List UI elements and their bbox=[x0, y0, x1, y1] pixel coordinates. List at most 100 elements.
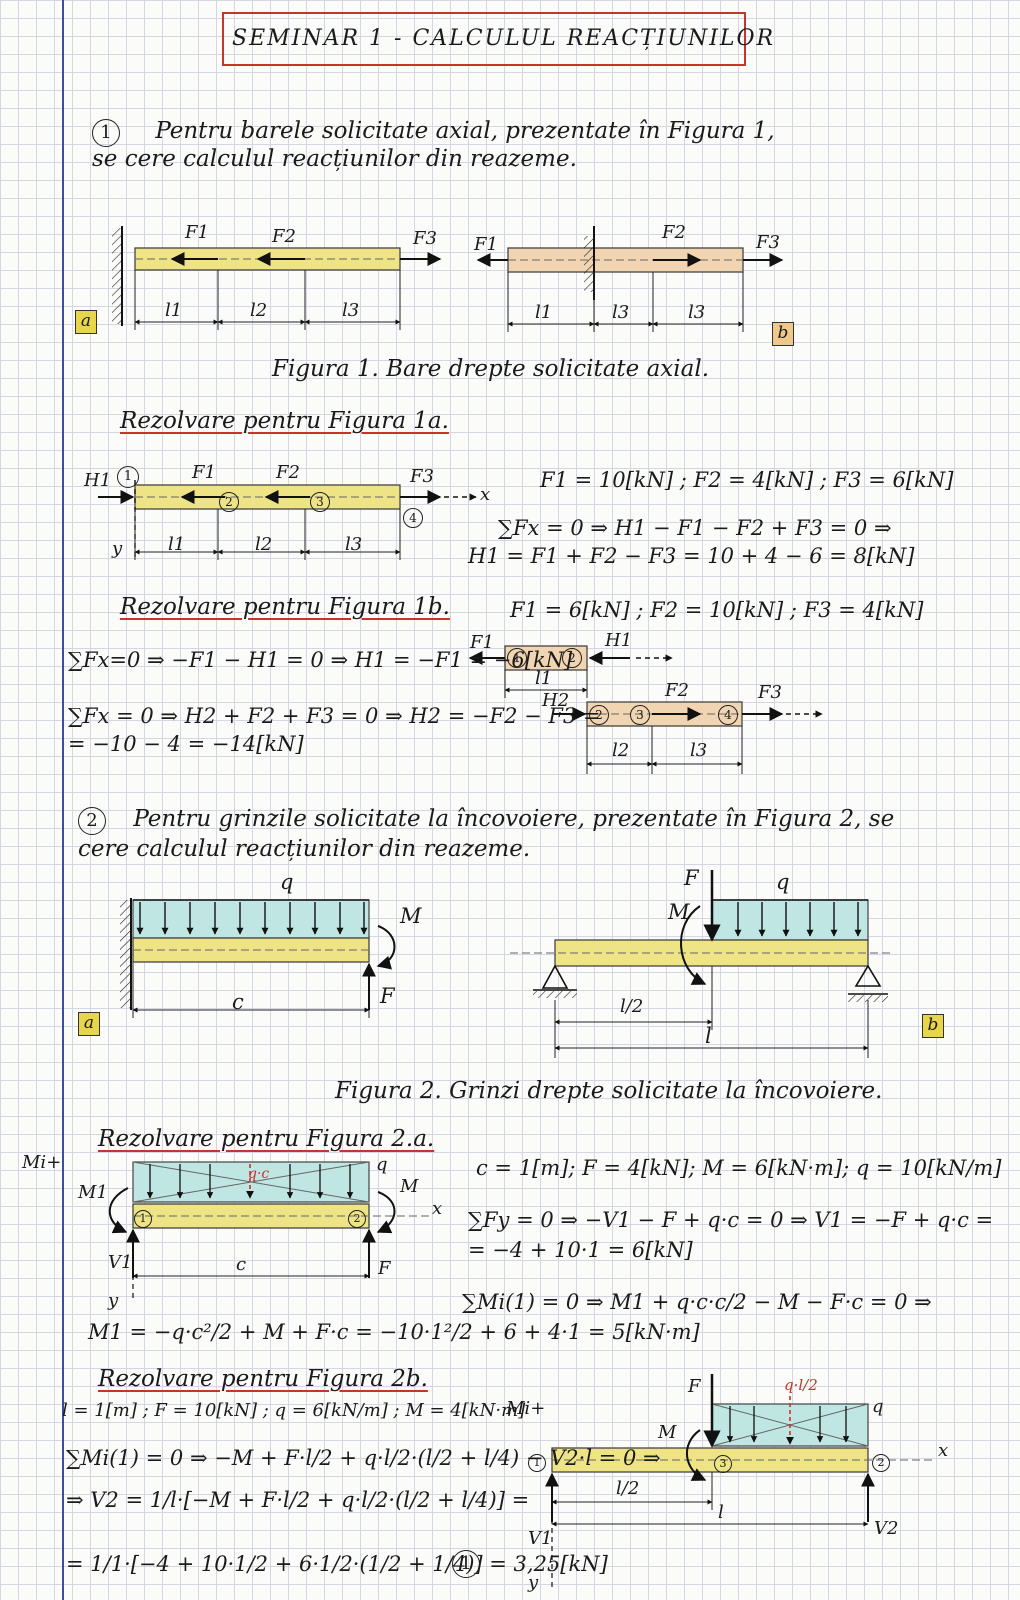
sol2a-c-label: c bbox=[236, 1254, 247, 1275]
fig2b-M-label: M bbox=[668, 900, 690, 924]
sol1b-l3-label: l3 bbox=[690, 740, 708, 761]
page-title: SEMINAR 1 - CALCULUL REACȚIUNILOR bbox=[232, 26, 776, 51]
sol2a-node-1: 1 bbox=[134, 1210, 152, 1228]
sol2a-equation-2: = −4 + 10·1 = 6[kN] bbox=[468, 1238, 693, 1262]
solution-1b-heading: Rezolvare pentru Figura 1b. bbox=[120, 594, 450, 620]
sol1a-F2-label: F2 bbox=[276, 462, 300, 483]
figure-2a bbox=[120, 898, 396, 1018]
sol1a-equation-2: H1 = F1 + F2 − F3 = 10 + 4 − 6 = 8[kN] bbox=[468, 544, 915, 568]
fig1a-F3-label: F3 bbox=[413, 228, 437, 249]
solution-2b-heading: Rezolvare pentru Figura 2b. bbox=[98, 1366, 428, 1392]
figure-2b-tag: b bbox=[922, 1014, 944, 1038]
fig1b-F1-label: F1 bbox=[474, 234, 498, 255]
sol1a-equation-1: ∑Fx = 0 ⇒ H1 − F1 − F2 + F3 = 0 ⇒ bbox=[498, 516, 892, 540]
fig1a-F1-label: F1 bbox=[185, 222, 209, 243]
figure-1b bbox=[476, 226, 784, 332]
fig1b-l1-label: l1 bbox=[535, 302, 553, 323]
sol2a-M-label: M bbox=[400, 1176, 419, 1197]
figure-2b bbox=[510, 870, 890, 1058]
sol2b-q-label: q bbox=[872, 1396, 884, 1417]
sol1b-equation-3: = −10 − 4 = −14[kN] bbox=[68, 732, 304, 756]
sol2a-qc-label: q·c bbox=[248, 1166, 270, 1182]
fig1a-l2-label: l2 bbox=[250, 300, 268, 321]
sol1b-l1-label: l1 bbox=[535, 668, 553, 689]
sol1a-node-1: 1 bbox=[117, 466, 139, 488]
sol2b-M-label: M bbox=[658, 1422, 677, 1443]
fig2b-F-label: F bbox=[684, 866, 699, 890]
figure-1-caption: Figura 1. Bare drepte solicitate axial. bbox=[272, 356, 710, 382]
problem-1-text-1: Pentru barele solicitate axial, prezenta… bbox=[155, 118, 775, 144]
problem-2-line-2: cere calculul reacțiunilor din reazeme. bbox=[78, 836, 531, 862]
figure-2-caption: Figura 2. Grinzi drepte solicitate la în… bbox=[335, 1078, 883, 1104]
sol2a-y-label: y bbox=[108, 1290, 119, 1311]
sol2a-V1-label: V1 bbox=[108, 1252, 133, 1273]
fig2b-l-label: l bbox=[705, 1024, 712, 1048]
sol1b-node-4: 4 bbox=[718, 705, 738, 725]
sol2b-equation-3: = 1/1·[−4 + 10·1/2 + 6·1/2·(1/2 + 1/4)] … bbox=[66, 1552, 608, 1576]
sol2b-equation-1: ∑Mi(1) = 0 ⇒ −M + F·l/2 + q·l/2·(l/2 + l… bbox=[66, 1446, 661, 1470]
fig1b-F3-label: F3 bbox=[756, 232, 780, 253]
sol1b-H2-label: H2 bbox=[542, 690, 570, 711]
sol2b-node-3: 3 bbox=[714, 1455, 732, 1473]
sol1a-l3-label: l3 bbox=[345, 534, 363, 555]
sol1b-F2-label: F2 bbox=[665, 680, 689, 701]
sol1a-l2-label: l2 bbox=[255, 534, 273, 555]
sol1a-values: F1 = 10[kN] ; F2 = 4[kN] ; F3 = 6[kN] bbox=[540, 468, 954, 492]
sol2b-ql2-label: q·l/2 bbox=[784, 1376, 818, 1394]
sol2b-node-2: 2 bbox=[872, 1454, 890, 1472]
sol1b-H1-label: H1 bbox=[605, 630, 633, 651]
problem-1-line-2: se cere calculul reacțiunilor din reazem… bbox=[92, 146, 577, 172]
sol1a-F3-label: F3 bbox=[410, 466, 434, 487]
fig1b-l2-label: l3 bbox=[612, 302, 630, 323]
problem-1-line-1: 1 Pentru barele solicitate axial, prezen… bbox=[92, 118, 775, 147]
fig2a-M-label: M bbox=[400, 904, 422, 928]
fig2b-q-label: q bbox=[776, 870, 790, 894]
sol2b-moment-sign: Mi+ bbox=[506, 1398, 546, 1419]
problem-2-text-1: Pentru grinzile solicitate la încovoiere… bbox=[133, 806, 895, 832]
sol1a-node-4: 4 bbox=[403, 508, 423, 528]
sol2a-values: c = 1[m]; F = 4[kN]; M = 6[kN·m]; q = 10… bbox=[476, 1156, 1002, 1180]
sol1a-y-label: y bbox=[112, 538, 123, 559]
sol2b-F-label: F bbox=[688, 1376, 701, 1397]
sol1b-l2-label: l2 bbox=[612, 740, 630, 761]
fig1a-l3-label: l3 bbox=[342, 300, 360, 321]
sol2b-V2-label: V2 bbox=[874, 1518, 899, 1539]
sol1b-node-1: 1 bbox=[507, 648, 527, 668]
fig1b-F2-label: F2 bbox=[662, 222, 686, 243]
sol1b-equation-2: ∑Fx = 0 ⇒ H2 + F2 + F3 = 0 ⇒ H2 = −F2 − … bbox=[68, 704, 601, 728]
sol1b-node-2b: 2 bbox=[589, 705, 609, 725]
sol1b-values: F1 = 6[kN] ; F2 = 10[kN] ; F3 = 4[kN] bbox=[510, 598, 924, 622]
sol1a-node-2: 2 bbox=[219, 492, 239, 512]
title-box bbox=[222, 12, 746, 66]
sol1a-node-3: 3 bbox=[310, 492, 330, 512]
sol1b-equation-1: ∑Fx=0 ⇒ −F1 − H1 = 0 ⇒ H1 = −F1 = −6[kN] bbox=[68, 648, 573, 672]
sol1a-l1-label: l1 bbox=[168, 534, 186, 555]
problem-2-number: 2 bbox=[78, 807, 106, 835]
fig2b-l-half-label: l/2 bbox=[620, 996, 644, 1017]
fig2a-c-label: c bbox=[232, 990, 244, 1014]
sol2a-equation-1: ∑Fy = 0 ⇒ −V1 − F + q·c = 0 ⇒ V1 = −F + … bbox=[468, 1208, 994, 1232]
sol2b-equation-2: ⇒ V2 = 1/l·[−M + F·l/2 + q·l/2·(l/2 + l/… bbox=[66, 1488, 530, 1512]
solution-2a-diagram bbox=[108, 1161, 430, 1300]
solution-1a-heading: Rezolvare pentru Figura 1a. bbox=[120, 408, 449, 434]
sol1b-F3-label: F3 bbox=[758, 682, 782, 703]
sol2b-V1-label: V1 bbox=[528, 1528, 553, 1549]
sol2a-moment-sign: Mi+ bbox=[22, 1152, 62, 1173]
problem-2-line-1: 2 Pentru grinzile solicitate la încovoie… bbox=[78, 806, 894, 835]
sol2a-equation-3: ∑Mi(1) = 0 ⇒ M1 + q·c·c/2 − M − F·c = 0 … bbox=[462, 1290, 932, 1314]
sol2a-M1-label: M1 bbox=[78, 1182, 108, 1203]
problem-1-number: 1 bbox=[92, 119, 120, 147]
sol1b-F1-label: F1 bbox=[470, 632, 494, 653]
sol2b-x-label: x bbox=[938, 1440, 949, 1461]
sol2a-q-label: q bbox=[376, 1154, 388, 1175]
sol1b-node-3: 3 bbox=[630, 705, 650, 725]
figure-1b-tag: b bbox=[772, 322, 794, 346]
sol2b-equation-number: 1 bbox=[452, 1550, 480, 1578]
sol2a-equation-4: M1 = −q·c²/2 + M + F·c = −10·1²/2 + 6 + … bbox=[88, 1320, 700, 1344]
sol2b-l-label: l bbox=[718, 1502, 724, 1523]
sol1a-F1-label: F1 bbox=[192, 462, 216, 483]
sol1b-node-2: 2 bbox=[562, 648, 582, 668]
figure-2a-tag: a bbox=[78, 1012, 100, 1036]
fig2a-F-label: F bbox=[380, 984, 395, 1008]
figure-1a-tag: a bbox=[75, 310, 97, 334]
